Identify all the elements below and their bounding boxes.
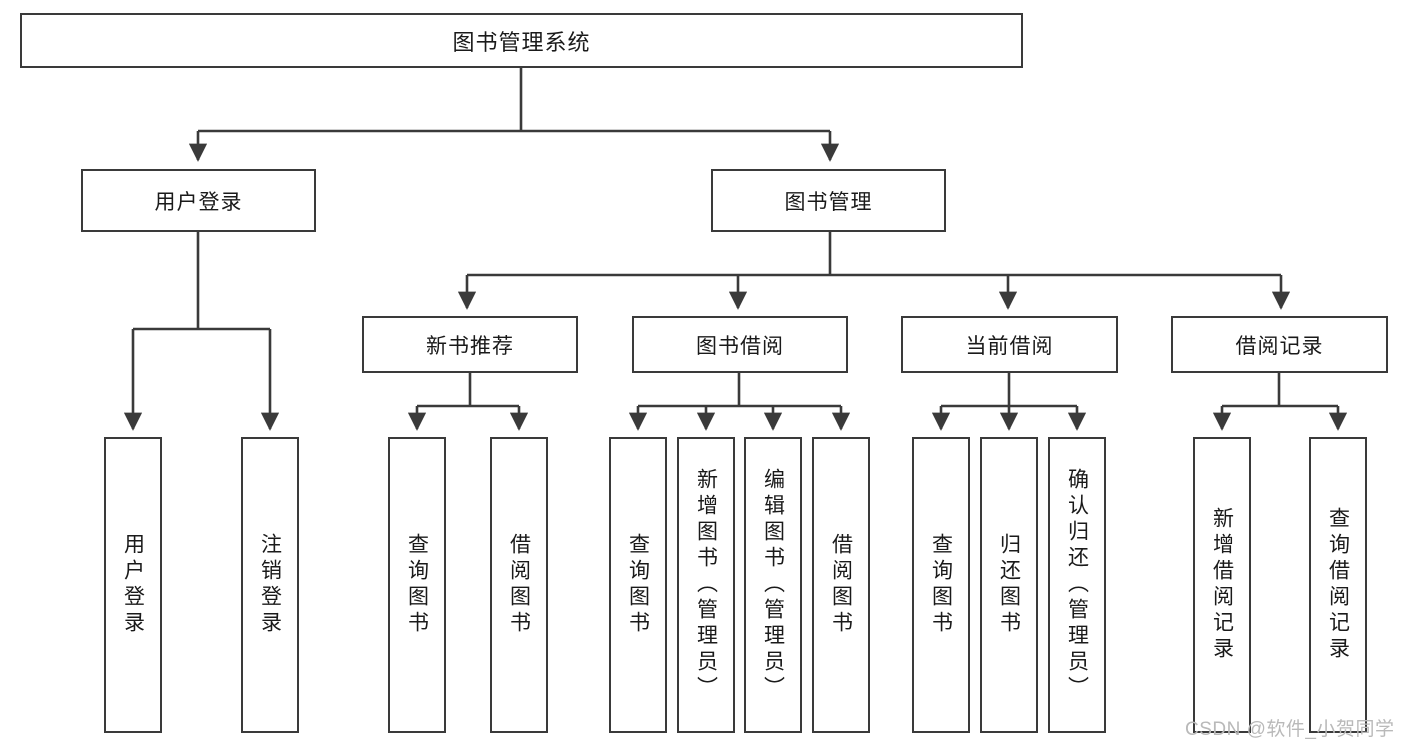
node-label: 查询图书 [929,533,953,637]
node-label: 借阅记录 [1235,334,1324,358]
leaf-borrow-book[interactable]: 借阅图书 [812,437,870,733]
node-label: 借阅图书 [507,533,531,637]
leaf-edit-book-admin[interactable]: 编辑图书（管理员） [744,437,802,733]
node-user-login[interactable]: 用户登录 [81,169,316,232]
node-label: 确认归还（管理员） [1065,468,1089,702]
node-label: 新增借阅记录 [1210,507,1234,663]
node-label: 借阅图书 [829,533,853,637]
leaf-add-borrow-record[interactable]: 新增借阅记录 [1193,437,1251,733]
node-label: 用户登录 [154,190,243,214]
node-label: 图书借阅 [696,334,784,358]
leaf-query-book-recommend[interactable]: 查询图书 [388,437,446,733]
node-new-book-recommend[interactable]: 新书推荐 [362,316,578,373]
node-current-borrow[interactable]: 当前借阅 [901,316,1118,373]
leaf-borrow-book-recommend[interactable]: 借阅图书 [490,437,548,733]
node-book-management[interactable]: 图书管理 [711,169,946,232]
leaf-query-borrow-record[interactable]: 查询借阅记录 [1309,437,1367,733]
node-label: 编辑图书（管理员） [761,468,785,702]
node-label: 注销登录 [258,533,282,637]
leaf-query-book-borrow[interactable]: 查询图书 [609,437,667,733]
node-label: 用户登录 [121,533,145,637]
node-root-system[interactable]: 图书管理系统 [20,13,1023,68]
node-label: 图书管理系统 [452,29,591,55]
node-label: 当前借阅 [965,334,1054,358]
leaf-user-login[interactable]: 用户登录 [104,437,162,733]
node-label: 新增图书（管理员） [694,468,718,702]
leaf-query-book-current[interactable]: 查询图书 [912,437,970,733]
leaf-confirm-return-admin[interactable]: 确认归还（管理员） [1048,437,1106,733]
watermark: CSDN @软件_小贺同学 [1185,719,1395,740]
node-borrow-record[interactable]: 借阅记录 [1171,316,1388,373]
leaf-logout[interactable]: 注销登录 [241,437,299,733]
node-label: 归还图书 [997,533,1021,637]
leaf-add-book-admin[interactable]: 新增图书（管理员） [677,437,735,733]
node-book-borrow[interactable]: 图书借阅 [632,316,848,373]
leaf-return-book[interactable]: 归还图书 [980,437,1038,733]
node-label: 图书管理 [784,190,873,214]
node-label: 查询图书 [626,533,650,637]
node-label: 新书推荐 [426,334,514,358]
node-label: 查询图书 [405,533,429,637]
node-label: 查询借阅记录 [1326,507,1350,663]
